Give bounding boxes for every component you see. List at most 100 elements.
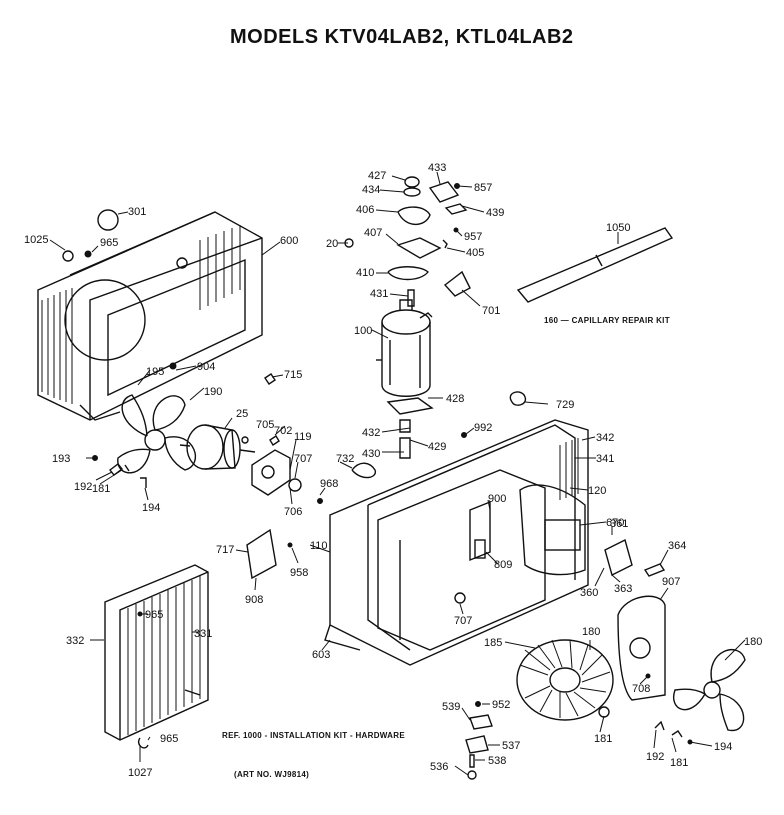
callout-119: 119 <box>294 431 312 443</box>
callout-907: 907 <box>662 576 680 588</box>
callout-181c: 181 <box>670 757 688 769</box>
callout-180b: 180 <box>744 636 762 648</box>
callout-701: 701 <box>482 305 500 317</box>
callout-538: 538 <box>488 755 506 767</box>
callout-952: 952 <box>492 699 510 711</box>
mount-plate-428 <box>386 397 434 415</box>
callout-537: 537 <box>502 740 520 752</box>
callout-715: 715 <box>284 369 302 381</box>
callout-536: 536 <box>430 761 448 773</box>
clip-1025 <box>62 250 74 262</box>
installation-kit-note: REF. 1000 - INSTALLATION KIT - HARDWARE <box>222 731 405 740</box>
callout-965: 965 <box>100 237 118 249</box>
screw-904 <box>169 362 177 370</box>
callout-342: 342 <box>596 432 614 444</box>
callout-181b: 181 <box>594 733 612 745</box>
callout-194b: 194 <box>714 741 732 753</box>
callout-1050: 1050 <box>606 222 630 234</box>
callout-857: 857 <box>474 182 492 194</box>
callout-120: 120 <box>588 485 606 497</box>
callout-965b: 965 <box>145 609 163 621</box>
fan-blade-190 <box>117 394 196 474</box>
screw-965 <box>84 250 92 258</box>
callout-301: 301 <box>128 206 146 218</box>
capillary-repair-kit-note: 160 — CAPILLARY REPAIR KIT <box>544 316 670 325</box>
clip-732 <box>351 462 376 479</box>
callout-434: 434 <box>362 184 380 196</box>
callout-600: 600 <box>280 235 298 247</box>
clip-715 <box>264 373 276 385</box>
callout-192b: 192 <box>646 751 664 763</box>
clip-1027 <box>138 737 149 749</box>
callout-1025: 1025 <box>24 234 48 246</box>
callout-968: 968 <box>320 478 338 490</box>
callout-192: 192 <box>74 481 92 493</box>
callout-190: 190 <box>204 386 222 398</box>
callout-707: 707 <box>294 453 312 465</box>
callout-428: 428 <box>446 393 464 405</box>
callout-20: 20 <box>326 238 338 250</box>
gasket-410 <box>387 266 429 281</box>
callout-405: 405 <box>466 247 484 259</box>
callout-406: 406 <box>356 204 374 216</box>
bracket-537 <box>465 735 489 754</box>
callout-429: 429 <box>428 441 446 453</box>
bracket-539 <box>469 714 493 730</box>
motor-mount-702 <box>251 449 291 496</box>
callout-labels: 301 1025 965 600 427 434 406 20 407 410 … <box>24 162 762 779</box>
callout-410: 410 <box>356 267 374 279</box>
callout-732: 732 <box>336 453 354 465</box>
callout-341: 341 <box>596 453 614 465</box>
panel-717 <box>246 528 277 580</box>
clip-705 <box>269 435 280 446</box>
cabinet-wrapper <box>37 211 263 421</box>
callout-432: 432 <box>362 427 380 439</box>
grommet-430 <box>399 437 411 459</box>
callout-433: 433 <box>428 162 446 174</box>
callout-708: 708 <box>632 683 650 695</box>
callout-702: 702 <box>274 425 292 437</box>
compressor-100 <box>376 299 433 397</box>
callout-364: 364 <box>668 540 686 552</box>
art-number-note: (ART NO. WJ9814) <box>234 770 310 779</box>
callout-431: 431 <box>370 288 388 300</box>
bracket-433 <box>428 181 460 203</box>
callout-427: 427 <box>368 170 386 182</box>
callout-965c: 965 <box>160 733 178 745</box>
callout-194: 194 <box>142 502 160 514</box>
callout-360: 360 <box>580 587 598 599</box>
page-title: MODELS KTV04LAB2, KTL04LAB2 <box>230 26 574 48</box>
callout-705: 705 <box>256 419 274 431</box>
callout-181: 181 <box>92 483 110 495</box>
callout-361: 361 <box>610 518 628 530</box>
callout-195: 195 <box>146 366 164 378</box>
callout-430: 430 <box>362 448 380 460</box>
condenser-fan-180 <box>672 649 746 732</box>
callout-1027: 1027 <box>128 767 152 779</box>
scroll-120 <box>519 484 586 576</box>
callout-185: 185 <box>484 637 502 649</box>
stud-431 <box>407 289 415 307</box>
callout-957: 957 <box>464 231 482 243</box>
control-box-900 <box>469 500 491 562</box>
base-chassis <box>324 419 589 666</box>
callout-707b: 707 <box>454 615 472 627</box>
callout-958: 958 <box>290 567 308 579</box>
switch-361 <box>604 538 633 577</box>
fan-motor-25 <box>179 424 256 470</box>
callout-717: 717 <box>216 544 234 556</box>
terminal-407 <box>396 237 442 259</box>
callout-603: 603 <box>312 649 330 661</box>
callout-332: 332 <box>66 635 84 647</box>
callout-904: 904 <box>197 361 215 373</box>
callout-407: 407 <box>364 227 382 239</box>
callout-110: 110 <box>310 540 328 552</box>
blower-wheel-185 <box>516 639 614 721</box>
callout-809: 809 <box>494 559 512 571</box>
callout-439: 439 <box>486 207 504 219</box>
callout-25: 25 <box>236 408 248 420</box>
callout-670: 670 <box>606 517 624 529</box>
callout-331: 331 <box>194 628 212 640</box>
overload-701 <box>443 270 471 297</box>
callout-992: 992 <box>474 422 492 434</box>
